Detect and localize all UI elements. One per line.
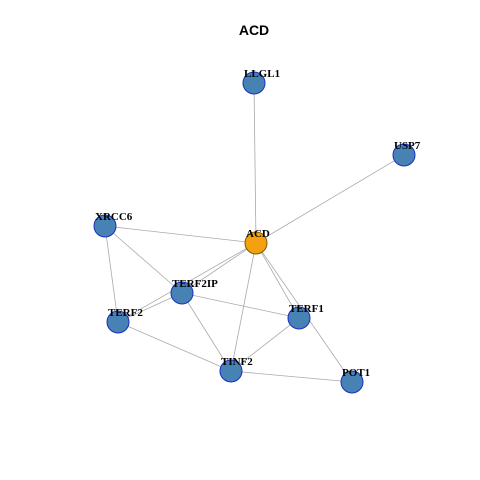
edge-terf2ip-terf1 — [181, 292, 300, 319]
node-label-xrcc6: XRCC6 — [95, 211, 133, 223]
node-label-terf1: TERF1 — [289, 303, 324, 315]
node-acd[interactable] — [244, 231, 268, 255]
node-terf1[interactable] — [287, 306, 311, 330]
edge-xrcc6-terf2 — [104, 225, 119, 323]
node-usp7[interactable] — [392, 143, 416, 167]
node-llgl1[interactable] — [242, 71, 266, 95]
edge-terf1-tinf2 — [230, 317, 300, 372]
edge-acd-llgl1 — [253, 82, 257, 244]
edge-terf2-tinf2 — [117, 321, 232, 372]
node-tinf2[interactable] — [219, 359, 243, 383]
node-pot1[interactable] — [340, 370, 364, 394]
edge-xrcc6-terf2ip — [104, 225, 183, 294]
edge-acd-terf2ip — [181, 242, 257, 294]
node-label-tinf2: TINF2 — [221, 356, 253, 368]
node-label-terf2ip: TERF2IP — [172, 278, 218, 290]
edge-acd-terf2 — [117, 242, 257, 323]
edge-acd-xrcc6 — [104, 225, 257, 244]
node-label-terf2: TERF2 — [108, 307, 143, 319]
edge-tinf2-pot1 — [230, 370, 353, 383]
edge-terf2ip-terf2 — [117, 292, 183, 323]
edge-acd-tinf2 — [230, 242, 257, 372]
edges-layer — [104, 82, 405, 383]
node-label-usp7: USP7 — [394, 140, 421, 152]
node-label-pot1: POT1 — [342, 367, 370, 379]
node-terf2ip[interactable] — [170, 281, 194, 305]
node-xrcc6[interactable] — [93, 214, 117, 238]
node-terf2[interactable] — [106, 310, 130, 334]
edge-terf2ip-tinf2 — [181, 292, 232, 372]
edge-acd-terf1 — [255, 242, 300, 319]
node-label-acd: ACD — [246, 228, 270, 240]
graph-title: ACD — [239, 22, 269, 38]
edge-acd-usp7 — [255, 154, 405, 244]
node-label-llgl1: LLGL1 — [244, 68, 280, 80]
nodes-layer — [93, 71, 416, 394]
